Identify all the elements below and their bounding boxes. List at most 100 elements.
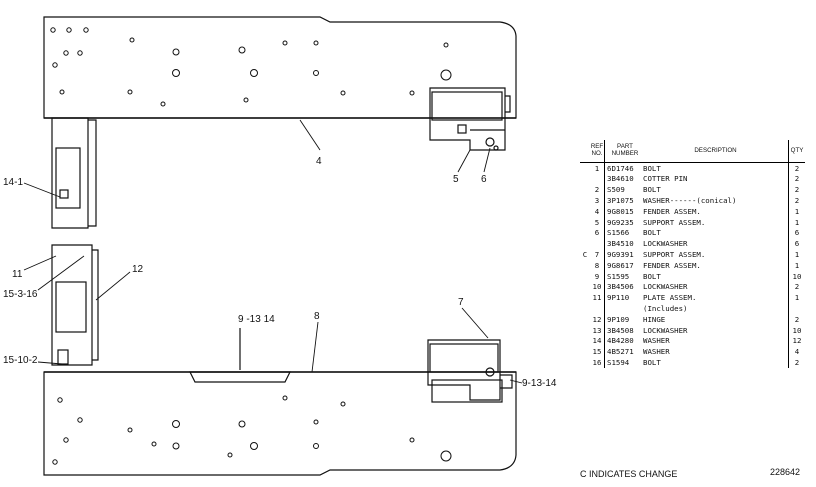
qty-cell: 2 — [794, 196, 800, 206]
part-number-cell: 3B4506 — [607, 282, 634, 292]
part-number-cell: 9G9391 — [607, 250, 634, 260]
description-cell: BOLT — [643, 270, 789, 282]
description-cell: WASHER------(conical) — [643, 195, 789, 207]
part-number-cell — [605, 303, 644, 314]
header-description: DESCRIPTION — [643, 140, 789, 163]
qty-cell: 1 — [794, 293, 800, 303]
qty-cell: 4 — [794, 347, 800, 357]
callout-4: 4 — [316, 156, 322, 167]
ref-no-cell: 15 — [590, 346, 605, 358]
part-number-cell: S509 — [607, 185, 625, 195]
part-number-cell: 3B4508 — [607, 325, 634, 335]
part-number-cell: 6D1746 — [607, 163, 634, 173]
callout-14-1: 14-1 — [3, 177, 24, 188]
lower-plate-holes — [52, 395, 452, 465]
description-cell: LOCKWASHER — [643, 324, 789, 336]
qty-cell: 10 — [792, 271, 802, 281]
change-indicator: C — [582, 250, 588, 260]
part-number-cell: S1566 — [607, 228, 630, 238]
callout-7: 7 — [458, 297, 464, 308]
left-hinge-plate — [51, 117, 99, 366]
qty-cell: 2 — [794, 314, 800, 324]
change-indicator — [580, 239, 590, 250]
change-indicator — [580, 195, 590, 206]
description-cell: BOLT — [643, 227, 789, 239]
ref-no-cell — [590, 238, 605, 250]
qty-cell: 12 — [792, 336, 802, 346]
change-indicator — [580, 336, 590, 347]
part-number-cell: S1595 — [607, 271, 630, 281]
qty-cell: 1 — [794, 260, 800, 270]
part-number-cell: 9G8617 — [607, 260, 634, 270]
change-indicator — [580, 293, 590, 304]
ref-no-cell: 12 — [590, 314, 605, 325]
ref-no-cell: 10 — [590, 281, 605, 293]
callout-15-3-16: 15-3-16 — [3, 289, 38, 300]
callout-8: 8 — [314, 311, 320, 322]
qty-cell: 6 — [794, 228, 800, 238]
qty-cell: 1 — [794, 217, 800, 227]
description-cell: WASHER — [643, 346, 789, 358]
callout-12: 12 — [132, 264, 144, 275]
ref-no-cell: 5 — [590, 216, 605, 228]
ref-no-cell: 16 — [590, 357, 605, 369]
part-number-cell: 3P1075 — [607, 196, 634, 206]
change-note: C INDICATES CHANGE — [580, 469, 678, 479]
ref-no-cell: 7 — [590, 249, 605, 261]
ref-no-cell — [590, 303, 605, 315]
qty-cell: 1 — [794, 250, 800, 260]
description-cell: PLATE ASSEM. — [643, 292, 789, 304]
change-indicator — [580, 185, 590, 196]
ref-no-cell: 2 — [590, 184, 605, 196]
callout-15-10-2: 15-10-2 — [3, 355, 38, 366]
header-ref-no: REF NO. — [590, 140, 605, 163]
qty-cell: 10 — [792, 325, 802, 335]
description-cell: WASHER — [643, 335, 789, 347]
qty-cell — [789, 303, 806, 314]
description-cell: HINGE — [643, 314, 789, 325]
part-number-cell: 3B4510 — [607, 239, 634, 249]
parts-drawing — [23, 16, 523, 476]
qty-cell: 2 — [794, 358, 800, 368]
upper-plate-holes — [50, 27, 452, 107]
lower-support-bracket — [427, 339, 501, 401]
header-part-number: PART NUMBER — [604, 140, 643, 163]
description-cell: COTTER PIN — [643, 173, 789, 185]
change-indicator — [580, 347, 590, 358]
table-row: (Includes) — [580, 303, 806, 315]
description-cell: (Includes) — [643, 303, 789, 315]
ref-no-cell: 13 — [590, 324, 605, 336]
part-number-cell: S1594 — [607, 358, 630, 368]
change-indicator — [580, 228, 590, 239]
qty-cell: 1 — [794, 206, 800, 216]
callout-9-13-14-right: 9-13-14 — [522, 378, 557, 389]
callout-5: 5 — [453, 174, 459, 185]
change-indicator — [580, 357, 590, 368]
change-indicator — [580, 271, 590, 282]
ref-no-cell: 6 — [590, 227, 605, 239]
part-number-cell: 9P109 — [607, 314, 630, 324]
ref-no-cell: 14 — [590, 335, 605, 347]
part-number-cell: 9G9235 — [607, 217, 634, 227]
description-cell: BOLT — [643, 162, 789, 174]
upper-fender-plate — [43, 16, 517, 119]
description-cell: BOLT — [643, 184, 789, 196]
part-number-cell: 9G8015 — [607, 206, 634, 216]
ref-no-cell: 11 — [590, 292, 605, 304]
qty-cell: 2 — [794, 163, 800, 173]
change-indicator — [580, 260, 590, 271]
change-indicator — [580, 206, 590, 217]
